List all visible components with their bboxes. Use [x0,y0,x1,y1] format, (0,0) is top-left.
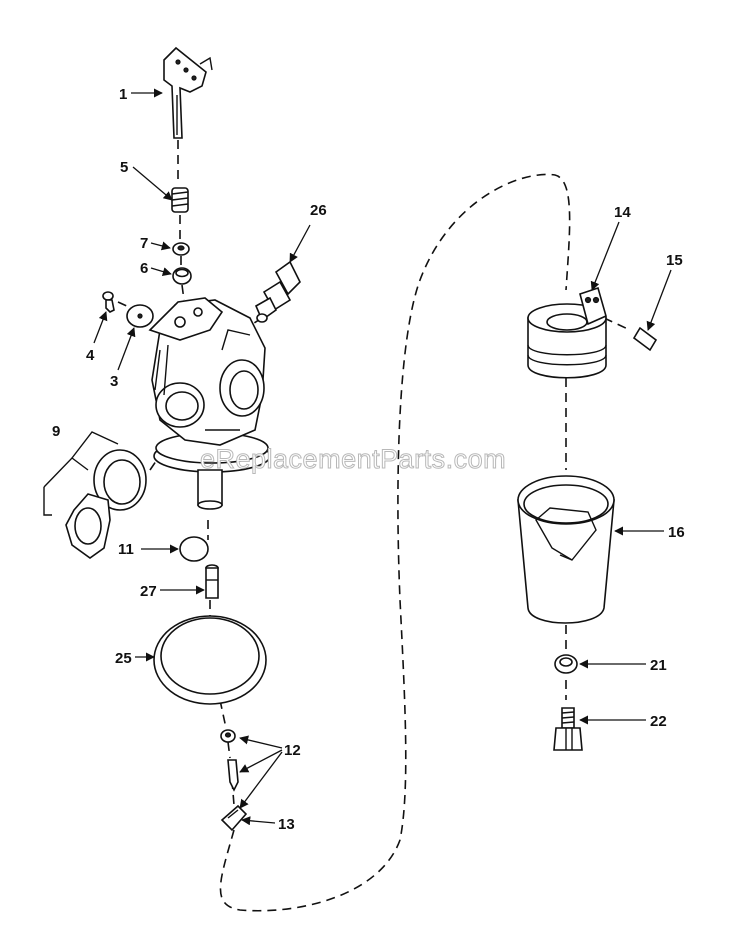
part-16-fuel-bowl [517,475,615,624]
part-14-float [527,286,607,379]
label-part-11: 11 [118,541,134,558]
part-9-primer-bulb [43,431,147,559]
label-part-9: 9 [52,423,60,440]
part-26-inlet-fitting [254,260,301,323]
part-27-tube [205,564,219,599]
label-part-7: 7 [140,235,148,252]
label-part-21: 21 [650,657,667,674]
label-part-26: 26 [310,202,327,219]
part-21-washer [554,654,578,674]
label-part-3: 3 [110,373,118,390]
part-12-jets [220,729,239,792]
part-labels: 1 5 7 6 26 4 3 9 11 27 25 12 13 14 15 16… [52,86,685,833]
part-6-seal [172,267,192,285]
label-part-25: 25 [115,650,132,667]
part-4-screw [102,291,115,313]
part-25-gasket [153,615,267,705]
part-15-pin [632,326,658,352]
label-part-27: 27 [140,583,157,600]
part-13-clip [220,804,248,832]
label-part-1: 1 [119,86,127,103]
label-part-13: 13 [278,816,295,833]
part-11-check-ball [179,536,209,562]
label-part-15: 15 [666,252,683,269]
label-part-6: 6 [140,260,148,277]
part-22-bowl-nut [553,707,583,751]
part-1-throttle-shaft [163,46,213,139]
label-part-16: 16 [668,524,685,541]
part-3-choke-plate [126,304,154,328]
label-part-14: 14 [614,204,631,221]
label-part-22: 22 [650,713,667,730]
assembly-dashed-lines [117,140,631,912]
part-5-spring [171,187,189,213]
leader-lines [93,88,672,826]
label-part-5: 5 [120,159,128,176]
carburetor-body [148,297,271,510]
part-7-seal [172,242,190,256]
label-part-4: 4 [86,347,95,364]
watermark-text: eReplacementParts.com [200,444,506,474]
label-part-12: 12 [284,742,301,759]
